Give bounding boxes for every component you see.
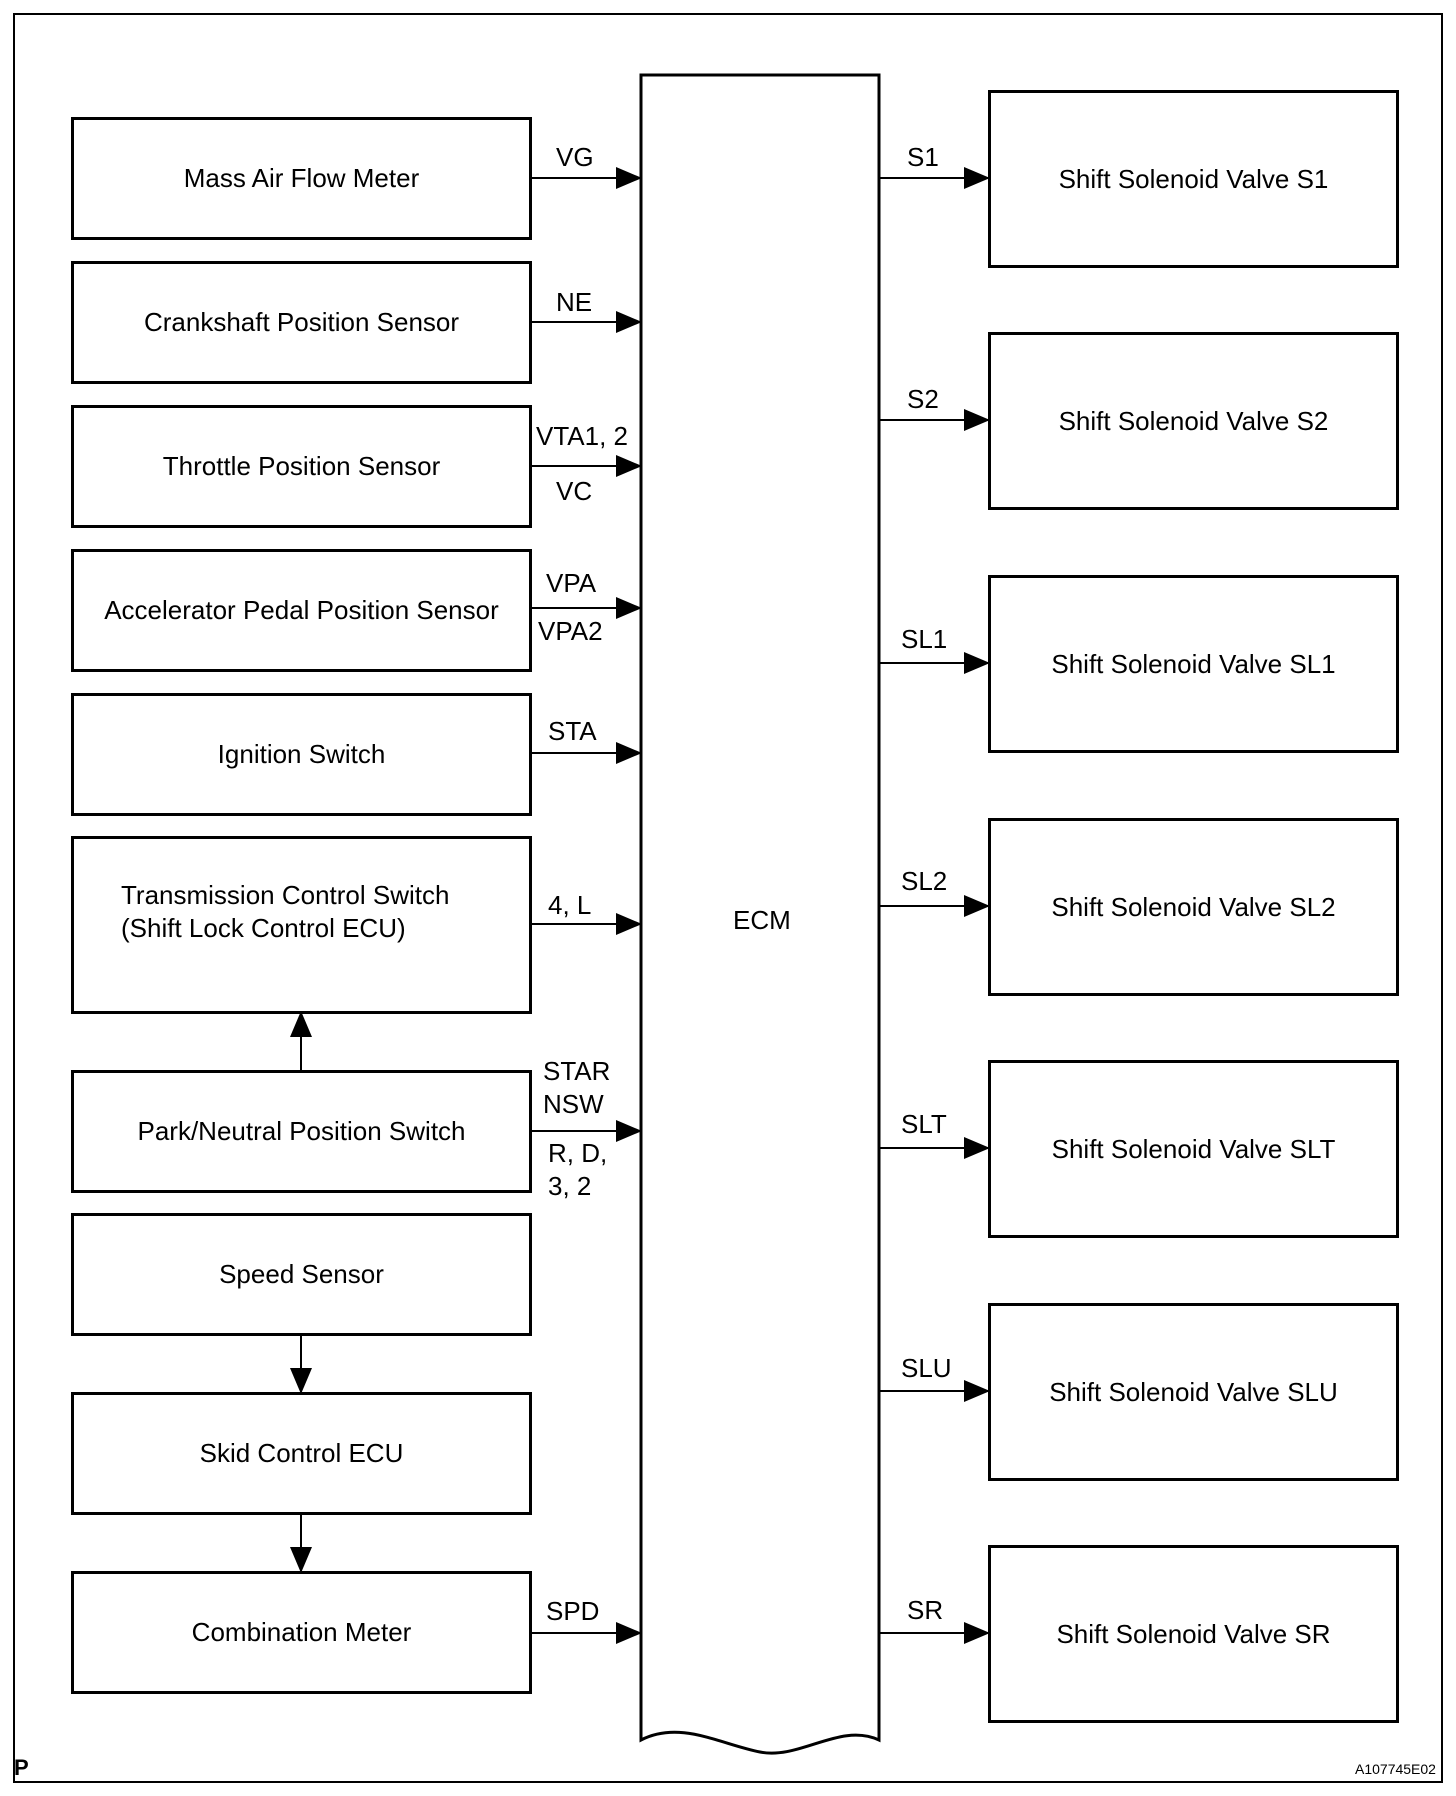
input-box-combination-meter: Combination Meter (71, 1571, 532, 1694)
output-box-slt: Shift Solenoid Valve SLT (988, 1060, 1399, 1238)
signal-label-spd: SPD (546, 1596, 600, 1626)
ecm-block-outline (639, 73, 881, 1755)
input-box-transmission-control-switch: Transmission Control Switch (Shift Lock … (71, 836, 532, 1014)
input-box-throttle-position-sensor: Throttle Position Sensor (71, 405, 532, 528)
signal-label-vpa2: VPA2 (538, 616, 603, 646)
input-box-speed-sensor: Speed Sensor (71, 1213, 532, 1336)
signal-label-sr: SR (907, 1595, 944, 1625)
signal-label-vc: VC (556, 476, 593, 506)
input-box-mass-air-flow-meter: Mass Air Flow Meter (71, 117, 532, 240)
ecm-label: ECM (733, 905, 791, 935)
signal-label-sl2: SL2 (901, 866, 948, 896)
signal-label-sta: STA (548, 716, 597, 746)
input-box-skid-control-ecu: Skid Control ECU (71, 1392, 532, 1515)
input-box-accelerator-pedal-position-sensor: Accelerator Pedal Position Sensor (71, 549, 532, 672)
figure-id: A107745E02 (1355, 1761, 1436, 1777)
signal-label-rd32: R, D, 3, 2 (548, 1138, 608, 1201)
signal-label-slu: SLU (901, 1353, 952, 1383)
signal-label-s1: S1 (907, 142, 939, 172)
signal-label-ne: NE (556, 287, 593, 317)
input-box-crankshaft-position-sensor: Crankshaft Position Sensor (71, 261, 532, 384)
signal-label-4l: 4, L (548, 890, 592, 920)
output-box-s2: Shift Solenoid Valve S2 (988, 332, 1399, 510)
output-box-sl1: Shift Solenoid Valve SL1 (988, 575, 1399, 753)
signal-label-vpa: VPA (546, 568, 597, 598)
signal-label-vta: VTA1, 2 (536, 421, 629, 451)
output-box-sl2: Shift Solenoid Valve SL2 (988, 818, 1399, 996)
signal-label-vg: VG (556, 142, 594, 172)
corner-mark: P (14, 1755, 29, 1780)
output-box-slu: Shift Solenoid Valve SLU (988, 1303, 1399, 1481)
output-box-s1: Shift Solenoid Valve S1 (988, 90, 1399, 268)
signal-label-star-nsw: STAR NSW (543, 1056, 611, 1119)
signal-label-sl1: SL1 (901, 624, 948, 654)
input-box-park-neutral-position-switch: Park/Neutral Position Switch (71, 1070, 532, 1193)
signal-label-slt: SLT (901, 1109, 947, 1139)
signal-label-s2: S2 (907, 384, 939, 414)
diagram-frame (13, 13, 1443, 1783)
input-box-ignition-switch: Ignition Switch (71, 693, 532, 816)
output-box-sr: Shift Solenoid Valve SR (988, 1545, 1399, 1723)
